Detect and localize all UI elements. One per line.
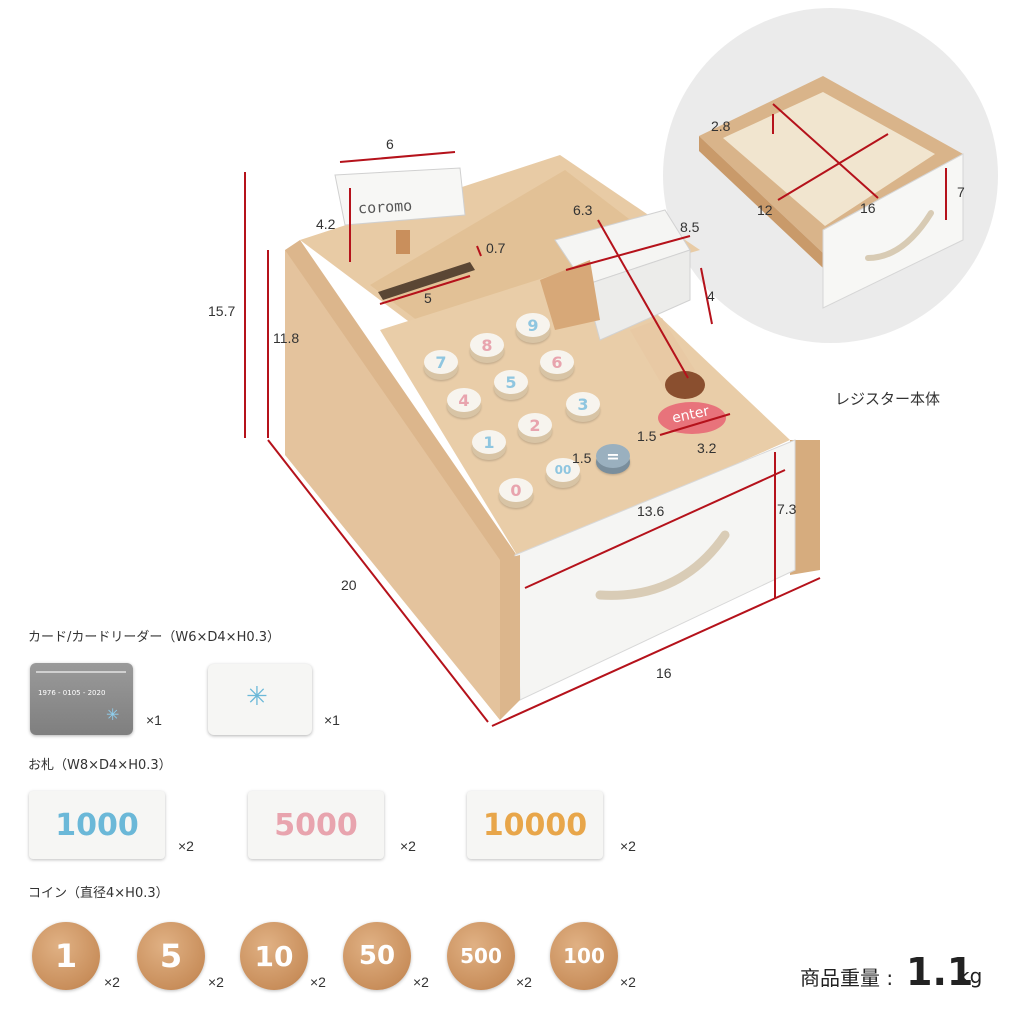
weight-label: 商品重量 : (800, 966, 894, 990)
white-card-qty: ×1 (324, 712, 340, 728)
weight-value: 1.1 (906, 950, 974, 994)
key-3: 3 (566, 392, 600, 416)
drawer-illustration (699, 76, 964, 309)
coin-500: 500 (447, 922, 515, 990)
coin-1-qty: ×2 (104, 974, 120, 990)
reader-width-label: 6.3 (573, 202, 593, 218)
slot-height-label: 0.7 (486, 240, 506, 256)
key-8: 8 (470, 333, 504, 357)
key-6: 6 (540, 350, 574, 374)
brand-label: coromo (357, 196, 413, 218)
card-width-label: 6 (386, 136, 394, 152)
bill-5000-qty: ×2 (400, 838, 416, 854)
bill-5000: 5000 (248, 791, 384, 859)
cards-section-title: カード/カードリーダー（W6×D4×H0.3） (28, 630, 281, 645)
sparkle-icon: ✳ (246, 682, 268, 712)
coin-5: 5 (137, 922, 205, 990)
bill-10000: 10000 (467, 791, 603, 859)
enter-width-label: 3.2 (697, 440, 717, 456)
key-0: 0 (499, 478, 533, 502)
reader-depth-label: 8.5 (680, 219, 700, 235)
drawer-width-label: 13.6 (637, 503, 665, 519)
weight-unit: kg (958, 964, 983, 988)
bill-1000-qty: ×2 (178, 838, 194, 854)
gray-card: 1976 - 0105 - 2020 ✳ (30, 663, 133, 735)
gray-card-qty: ×1 (146, 712, 162, 728)
inset-length-label: 16 (860, 200, 876, 216)
bill-10000-qty: ×2 (620, 838, 636, 854)
equals-height-label: 1.5 (572, 450, 592, 466)
key-4: 4 (447, 388, 481, 412)
key-5: 5 (494, 370, 528, 394)
key-2: 2 (518, 413, 552, 437)
coin-10-qty: ×2 (310, 974, 326, 990)
coin-50-qty: ×2 (413, 974, 429, 990)
enter-height-label: 1.5 (637, 428, 657, 444)
key-00: 00 (546, 458, 580, 482)
key-9: 9 (516, 313, 550, 337)
inset-depth-label: 2.8 (711, 118, 731, 134)
inset-height-label: 7 (957, 184, 965, 200)
register-body-label: レジスター本体 (835, 390, 941, 408)
inset-width-label: 12 (757, 202, 773, 218)
white-card: ✳ (208, 664, 312, 735)
key-equals: = (596, 444, 630, 468)
card-magnetic-stripe (36, 671, 126, 673)
coin-500-qty: ×2 (516, 974, 532, 990)
bill-5000-value: 5000 (274, 807, 358, 843)
drawer-height-label: 7.3 (777, 501, 797, 517)
depth-label: 20 (341, 577, 357, 593)
coin-5-qty: ×2 (208, 974, 224, 990)
coins-section-title: コイン（直径4×H0.3） (28, 886, 169, 901)
bill-1000-value: 1000 (55, 807, 139, 843)
coin-1: 1 (32, 922, 100, 990)
slot-width-label: 5 (424, 290, 432, 306)
card-height-label: 4.2 (316, 216, 336, 232)
width-label: 16 (656, 665, 672, 681)
bills-section-title: お札（W8×D4×H0.3） (28, 758, 172, 773)
bill-1000: 1000 (29, 791, 165, 859)
key-1: 1 (472, 430, 506, 454)
coin-50: 50 (343, 922, 411, 990)
front-height-label: 11.8 (273, 330, 300, 346)
bill-10000-value: 10000 (482, 807, 588, 843)
sparkle-icon: ✳ (106, 705, 120, 724)
card-number: 1976 - 0105 - 2020 (38, 689, 106, 697)
reader-height-label: 4 (707, 288, 715, 304)
coin-10: 10 (240, 922, 308, 990)
total-height-label: 15.7 (208, 303, 236, 319)
key-7: 7 (424, 350, 458, 374)
coin-100: 100 (550, 922, 618, 990)
coin-100-qty: ×2 (620, 974, 636, 990)
